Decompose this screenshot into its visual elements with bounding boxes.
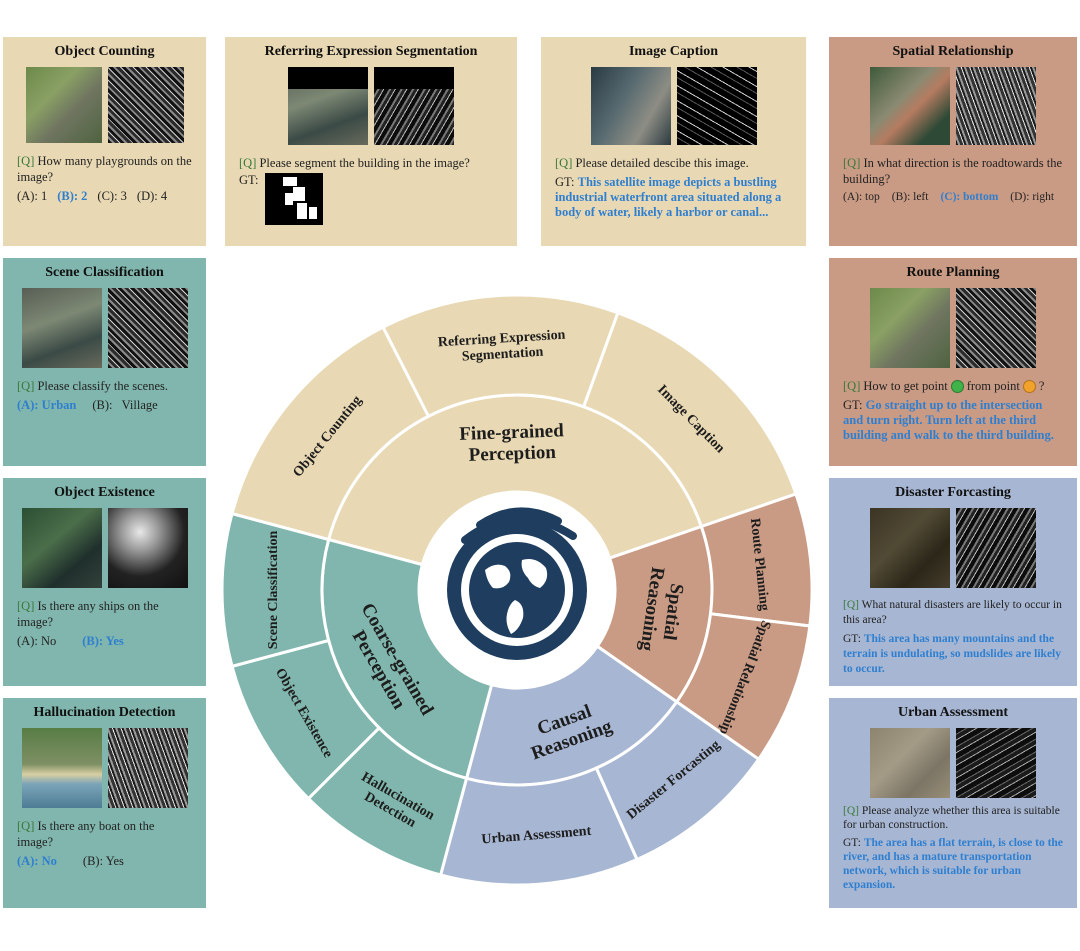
orange-point-icon [1022, 379, 1036, 393]
label-fine-grained-perception-line: Perception [468, 442, 556, 466]
question: [Q] How many playgrounds on the image? [17, 154, 192, 184]
optical-image [21, 508, 102, 588]
card-route-planning: Route Planning [Q] How to get point from… [829, 258, 1077, 466]
gt-label: GT: [239, 173, 259, 187]
options: (A): No (B): Yes [3, 854, 206, 869]
label-scene-line: Scene Classification [266, 530, 281, 649]
option-b-answer: (B): 2 [57, 189, 88, 203]
card-title: Disaster Forcasting [895, 485, 1011, 500]
card-object-counting: Object Counting [Q] How many playgrounds… [3, 37, 206, 246]
card-hallucination-detection: Hallucination Detection [Q] Is there any… [3, 698, 206, 908]
question: [Q] Please classify the scenes. [17, 379, 168, 393]
question: [Q] Is there any boat on the image? [17, 819, 155, 849]
sector-scene [220, 511, 331, 669]
option-b: (B): left [891, 191, 929, 203]
options: (A): Urban (B): Village [3, 398, 206, 413]
sar-image [107, 728, 188, 808]
optical-image [870, 288, 950, 368]
option-b: (B): Yes [82, 854, 124, 868]
sar-image [107, 508, 188, 588]
card-object-existence: Object Existence [Q] Is there any ships … [3, 478, 206, 686]
card-title: Object Counting [54, 44, 155, 59]
card-title: Spatial Relationship [892, 44, 1014, 59]
option-a-answer: (A): Urban [17, 398, 77, 412]
label-scene: Scene Classification [266, 530, 281, 649]
option-d: (D): right [1010, 191, 1055, 203]
options: (A): top (B): left (C): bottom (D): righ… [829, 191, 1077, 203]
card-title: Route Planning [906, 265, 1000, 280]
option-d: (D): 4 [136, 189, 168, 203]
sar-image [107, 67, 184, 143]
question: [Q] Please detailed descibe this image. [555, 156, 749, 170]
label-fine-grained-perception-line: Fine-grained [459, 420, 565, 445]
question: [Q] What natural disasters are likely to… [843, 599, 1062, 626]
card-scene-classification: Scene Classification [Q] Please classify… [3, 258, 206, 466]
question: [Q] Please segment the building in the i… [239, 156, 470, 170]
sar-image [956, 508, 1036, 588]
label-fine-grained-perception: Fine-grainedPerception [459, 420, 565, 466]
optical-image [590, 67, 671, 145]
option-c: (C): 3 [97, 189, 127, 203]
options: (A): 1 (B): 2 (C): 3 (D): 4 [3, 189, 206, 204]
sar-image [374, 67, 454, 145]
label-res: Referring ExpressionSegmentation [437, 328, 567, 366]
ground-truth: GT: This area has many mountains and the… [843, 633, 1062, 675]
card-spatial-relationship: Spatial Relationship [Q] In what directi… [829, 37, 1077, 246]
option-a: (A): 1 [17, 189, 48, 203]
optical-image [21, 288, 102, 368]
ground-truth: GT: The area has a flat terrain, is clos… [843, 837, 1063, 891]
option-b-answer: (B): Yes [82, 634, 124, 648]
optical-image [870, 67, 950, 145]
option-a: (A): No [17, 634, 57, 648]
optical-image [21, 728, 102, 808]
segmentation-mask-image [264, 173, 323, 225]
card-title: Scene Classification [45, 265, 164, 280]
card-title: Urban Assessment [897, 705, 1009, 720]
question: [Q] How to get point from point ? [843, 379, 1045, 393]
sar-image [956, 288, 1036, 368]
option-c-answer: (C): bottom [940, 191, 999, 203]
ground-truth: GT: Go straight up to the intersection a… [843, 398, 1054, 442]
sar-image [676, 67, 757, 145]
optical-image [288, 67, 368, 145]
card-title: Hallucination Detection [33, 705, 176, 720]
card-title: Referring Expression Segmentation [264, 44, 478, 59]
sar-image [956, 67, 1036, 145]
question: [Q] Please analyze whether this area is … [843, 805, 1060, 831]
optical-image [870, 728, 950, 798]
card-title: Object Existence [54, 485, 155, 500]
question: [Q] Is there any ships on the image? [17, 599, 159, 629]
optical-image [25, 67, 102, 143]
sar-image [956, 728, 1036, 798]
option-a: (A): top [843, 191, 880, 203]
optical-image [870, 508, 950, 588]
option-b: (B): Village [92, 398, 158, 412]
option-a-answer: (A): No [17, 854, 57, 868]
card-disaster-forcasting: Disaster Forcasting [Q] What natural dis… [829, 478, 1077, 686]
globe-logo-icon [447, 507, 587, 660]
card-referring-expression-segmentation: Referring Expression Segmentation [Q] Pl… [225, 37, 517, 246]
card-title: Image Caption [628, 44, 719, 59]
options: (A): No (B): Yes [3, 634, 206, 649]
question: [Q] In what direction is the roadtowards… [843, 156, 1063, 186]
card-urban-assessment: Urban Assessment [Q] Please analyze whet… [829, 698, 1077, 908]
ground-truth: GT: This satellite image depicts a bustl… [555, 175, 782, 219]
label-res-line: Segmentation [461, 345, 544, 365]
sar-image [107, 288, 188, 368]
green-point-icon [950, 379, 964, 393]
card-image-caption: Image Caption [Q] Please detailed descib… [541, 37, 806, 246]
